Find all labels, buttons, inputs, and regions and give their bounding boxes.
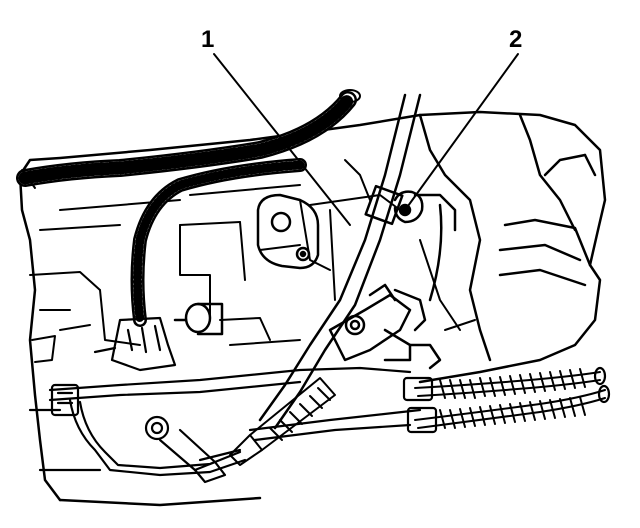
- left-fitting: [50, 383, 80, 417]
- shift-cable: [258, 93, 422, 430]
- callout-leaders: [213, 53, 519, 226]
- transmission-housing: [18, 110, 607, 507]
- wiring-harness-upper: [16, 89, 361, 189]
- cooler-lines-left: [28, 366, 422, 477]
- harness-connector: [93, 316, 177, 372]
- case-ribs: [29, 159, 476, 363]
- leader-line-1: [213, 53, 351, 226]
- mounting-boss: [256, 193, 320, 270]
- cylinder-boss: [173, 302, 224, 336]
- cable-bracket: [393, 190, 457, 302]
- tube-lines-right: [414, 368, 606, 429]
- bracket-bolt: [144, 415, 242, 484]
- selector-lever: [328, 283, 442, 370]
- leader-line-2: [407, 53, 519, 207]
- callout-1: 1: [201, 26, 215, 53]
- wiring-harness-lower: [130, 158, 307, 327]
- callout-2: 2: [509, 26, 523, 53]
- tube-fittings: [402, 366, 611, 434]
